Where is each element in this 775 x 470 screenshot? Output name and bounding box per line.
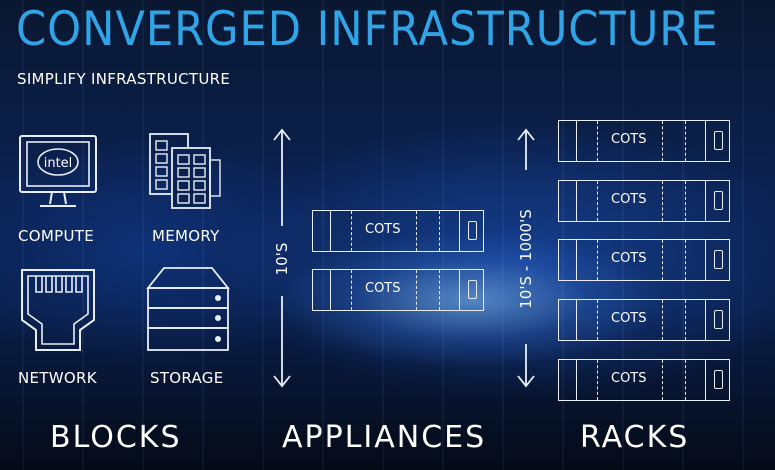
- cots-label: COTS: [611, 371, 647, 386]
- racks-scale-label: 10'S - 1000'S: [517, 209, 535, 309]
- blocks-section-label: BLOCKS: [50, 420, 182, 455]
- racks-section-label: RACKS: [580, 420, 690, 455]
- monitor-icon: intel: [19, 135, 97, 207]
- cots-label: COTS: [611, 251, 647, 266]
- page-subtitle: SIMPLIFY INFRASTRUCTURE: [17, 70, 231, 88]
- rack-server-5: COTS: [558, 359, 730, 401]
- appliance-server-1: COTS: [312, 210, 484, 252]
- cots-label: COTS: [611, 192, 647, 207]
- memory-modules-icon: [149, 133, 221, 209]
- cots-label: COTS: [611, 132, 647, 147]
- cots-label: COTS: [611, 311, 647, 326]
- cots-label: COTS: [365, 222, 401, 237]
- cots-label: COTS: [365, 281, 401, 296]
- rack-server-4: COTS: [558, 299, 730, 341]
- appliances-scale-arrow: [273, 128, 291, 388]
- appliances-scale-label: 10'S: [273, 242, 291, 276]
- memory-label: MEMORY: [152, 227, 220, 245]
- rack-server-2: COTS: [558, 180, 730, 222]
- storage-stack-icon: [146, 267, 230, 351]
- compute-label: COMPUTE: [18, 227, 94, 245]
- rack-server-3: COTS: [558, 239, 730, 281]
- racks-scale-arrow: [517, 128, 535, 388]
- network-port-icon: [21, 269, 95, 351]
- page-title: CONVERGED INFRASTRUCTURE: [16, 2, 719, 57]
- appliances-section-label: APPLIANCES: [282, 420, 487, 455]
- network-label: NETWORK: [18, 369, 97, 387]
- intel-badge-text: intel: [44, 156, 73, 171]
- appliance-server-2: COTS: [312, 269, 484, 311]
- storage-label: STORAGE: [150, 369, 224, 387]
- rack-server-1: COTS: [558, 120, 730, 162]
